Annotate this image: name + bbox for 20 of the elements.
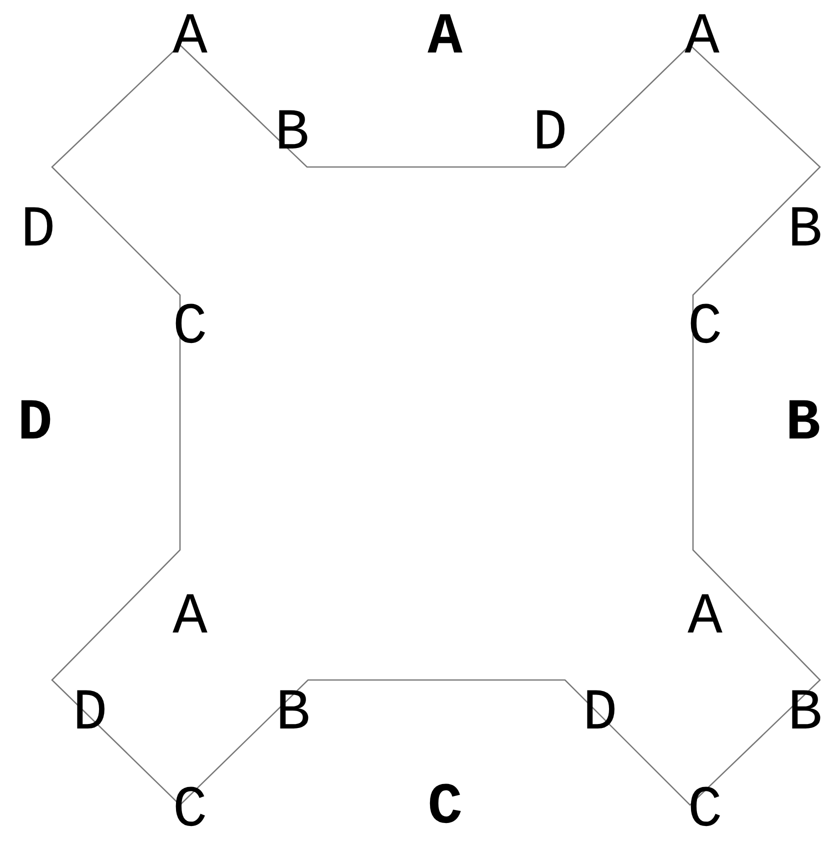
vertex-label: D [20, 202, 56, 261]
side-label: A [428, 10, 462, 68]
vertex-label: B [788, 686, 822, 744]
vertex-label: A [172, 590, 208, 648]
side-label: C [428, 780, 462, 838]
vertex-label: D [72, 686, 108, 744]
vertex-label: B [788, 202, 822, 261]
side-label: B [786, 396, 820, 454]
vertex-label: A [688, 590, 722, 648]
vertex-label: A [172, 10, 208, 68]
side-label: D [18, 396, 52, 454]
vertex-label: C [172, 300, 208, 358]
vertex-label: B [276, 686, 310, 744]
vertex-label: A [684, 10, 720, 68]
vertex-label: B [274, 106, 310, 164]
vertex-label: C [688, 300, 722, 358]
vertex-label: D [582, 686, 618, 744]
vertex-label: D [532, 106, 568, 164]
vertex-label: C [688, 782, 722, 841]
vertex-label: C [172, 782, 208, 841]
